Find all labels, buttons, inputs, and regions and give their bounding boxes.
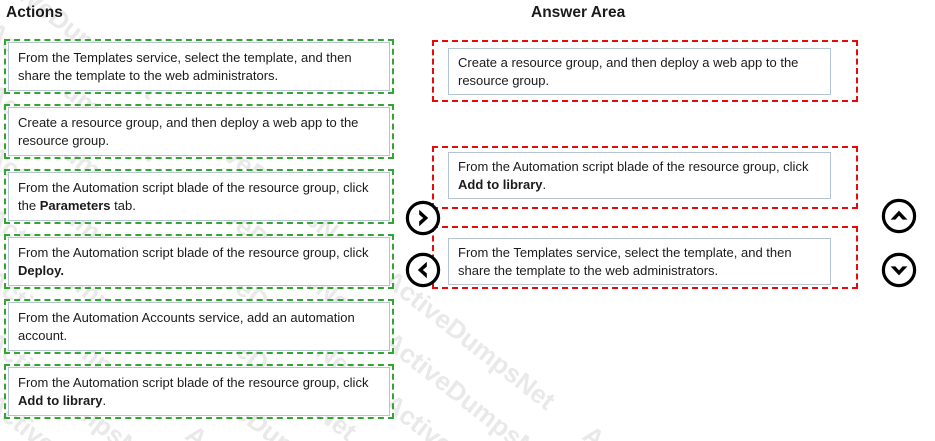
action-item-1-pre: From the Templates service, select the t… [18, 49, 352, 83]
answer-highlight-2 [432, 146, 858, 209]
action-item-5-pre: From the Automation Accounts service, ad… [18, 309, 355, 343]
action-highlight-4 [4, 234, 394, 289]
answer-highlight-1 [432, 40, 858, 102]
action-item-4[interactable]: From the Automation script blade of the … [8, 237, 390, 286]
action-item-3-post: tab. [110, 197, 136, 213]
action-item-1-text: From the Templates service, select the t… [9, 49, 389, 85]
action-item-5-text: From the Automation Accounts service, ad… [9, 309, 389, 345]
answer-item-3-text: From the Templates service, select the t… [449, 244, 830, 280]
action-highlight-5 [4, 299, 394, 354]
action-item-4-bold: Deploy. [18, 262, 64, 278]
action-item-6-pre: From the Automation script blade of the … [18, 374, 369, 390]
action-item-6-post: . [102, 392, 107, 408]
action-highlight-3 [4, 169, 394, 224]
action-highlight-2 [4, 104, 394, 159]
move-up-button[interactable] [881, 198, 917, 234]
move-left-button[interactable] [405, 252, 441, 288]
action-item-6-bold: Add to library [18, 392, 103, 408]
action-item-3[interactable]: From the Automation script blade of the … [8, 172, 390, 221]
action-item-1[interactable]: From the Templates service, select the t… [8, 42, 390, 91]
action-item-3-text: From the Automation script blade of the … [9, 179, 389, 215]
action-item-6[interactable]: From the Automation script blade of the … [8, 367, 390, 416]
answer-item-1[interactable]: Create a resource group, and then deploy… [448, 48, 831, 95]
move-right-button[interactable] [405, 200, 441, 236]
answer-item-2-pre: From the Automation script blade of the … [458, 158, 809, 174]
answer-item-1-text: Create a resource group, and then deploy… [449, 54, 830, 90]
action-highlight-1 [4, 39, 394, 94]
action-item-6-text: From the Automation script blade of the … [9, 374, 389, 410]
answer-item-3-pre: From the Templates service, select the t… [458, 244, 792, 278]
answer-item-1-pre: Create a resource group, and then deploy… [458, 54, 799, 88]
answer-item-2-post: . [542, 176, 547, 192]
action-item-3-bold: Parameters [39, 197, 111, 213]
action-item-4-pre: From the Automation script blade of the … [18, 244, 369, 260]
chevron-down-icon [881, 252, 917, 288]
action-highlight-6 [4, 364, 394, 419]
action-item-2-pre: Create a resource group, and then deploy… [18, 114, 359, 148]
answer-item-2-text: From the Automation script blade of the … [449, 158, 830, 194]
answer-item-3[interactable]: From the Templates service, select the t… [448, 238, 831, 285]
action-item-3-pre: From the Automation script blade of the … [18, 179, 369, 213]
answer-item-2-bold: Add to library [458, 176, 543, 192]
action-item-2-text: Create a resource group, and then deploy… [9, 114, 389, 150]
answer-item-2[interactable]: From the Automation script blade of the … [448, 152, 831, 199]
chevron-left-icon [405, 252, 441, 288]
action-item-2[interactable]: Create a resource group, and then deploy… [8, 107, 390, 156]
answer-area-column-title: Answer Area [531, 4, 626, 21]
move-down-button[interactable] [881, 252, 917, 288]
action-item-4-text: From the Automation script blade of the … [9, 244, 389, 280]
action-item-5[interactable]: From the Automation Accounts service, ad… [8, 302, 390, 351]
watermark-text: ActiveDumpsNetActiveDumpsNetActiveDumpsN… [0, 420, 935, 441]
chevron-up-icon [881, 198, 917, 234]
actions-column-title: Actions [6, 4, 63, 21]
chevron-right-icon [405, 200, 441, 236]
